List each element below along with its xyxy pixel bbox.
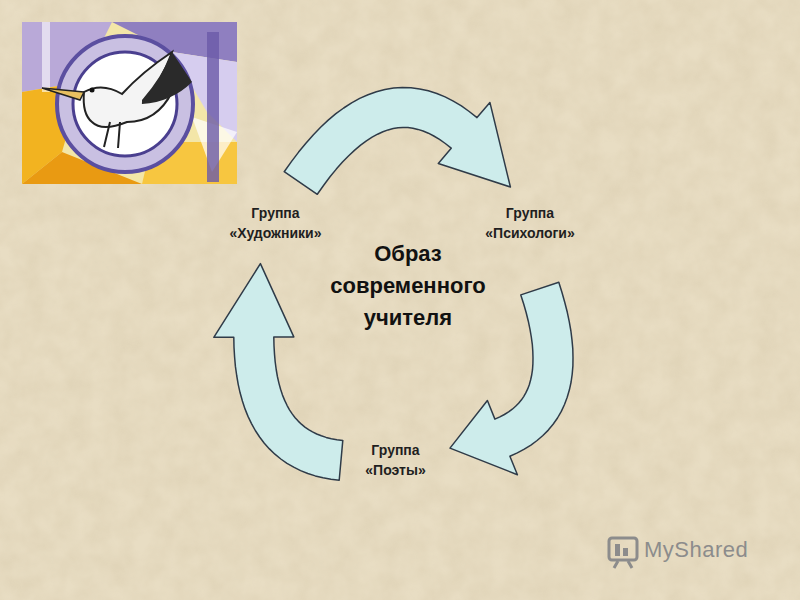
group-label: Группа «Психологи» bbox=[481, 203, 579, 244]
group-name: Группа «Художники» bbox=[229, 203, 321, 244]
group-label: Группа «Поэты» bbox=[361, 440, 430, 481]
center-title: Образ современного учителя bbox=[308, 238, 508, 334]
cycle-arrow bbox=[450, 282, 573, 474]
logo-emblem bbox=[22, 22, 237, 184]
watermark: MyShared bbox=[644, 537, 748, 563]
group-label: Группа «Художники» bbox=[225, 203, 326, 244]
watermark-icon bbox=[606, 535, 642, 569]
group-name: Группа «Поэты» bbox=[365, 440, 425, 481]
cycle-arrow bbox=[214, 264, 343, 481]
cycle-arrow bbox=[284, 88, 510, 195]
group-name: Группа «Психологи» bbox=[485, 203, 574, 244]
